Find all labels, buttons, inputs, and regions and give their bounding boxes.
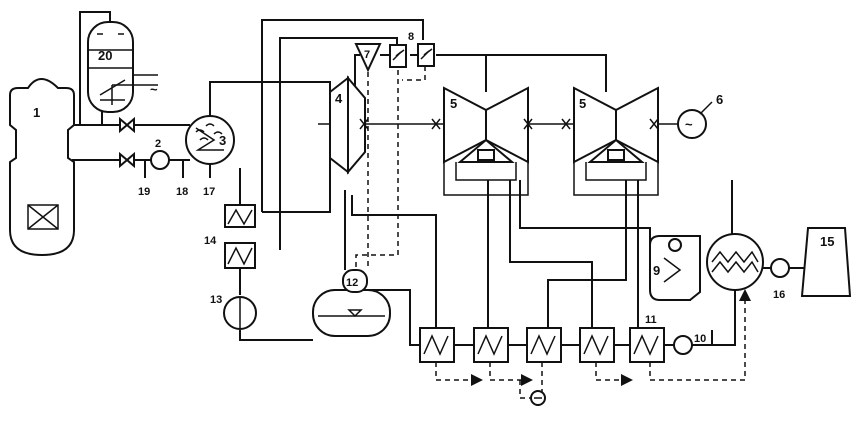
deaerator: 12 [312, 269, 391, 337]
feed-pump-label: 13 [210, 294, 222, 306]
lp-turbine-b-label: 5 [579, 96, 586, 111]
cooling-heat-exchanger [706, 233, 764, 291]
pressurizer-label: 20 [98, 48, 112, 63]
hp-heater-label: 14 [204, 235, 217, 247]
drain-pump [530, 390, 546, 406]
lp-turbine-a: 5 [443, 86, 529, 196]
lp-turbine-a-label: 5 [450, 96, 457, 111]
cooling-tower-label: 15 [820, 234, 834, 249]
reactor-vessel: 1 [9, 78, 75, 257]
steam-generator-label: 3 [219, 133, 226, 148]
lp-turbine-b: 5 [573, 86, 659, 196]
condenser: 9 [649, 235, 701, 301]
pressurizer-heater-symbol: ~ [150, 82, 158, 97]
pressurizer: 20 ~ [87, 21, 158, 113]
cooling-tower: 15 [800, 227, 852, 297]
shaft-couplings [359, 118, 659, 130]
generator-symbol: ~ [685, 117, 693, 132]
reactor-label: 1 [33, 105, 40, 120]
valve-upper [119, 116, 135, 134]
separator-label: 7 [364, 49, 370, 61]
hp-turbine: 4 [329, 75, 366, 175]
pump-2-label: 2 [155, 138, 161, 150]
deaerator-label: 12 [346, 277, 358, 289]
valve-lower [119, 151, 135, 169]
main-circulation-pump: 2 [150, 138, 170, 170]
hp-turbine-label: 4 [335, 91, 343, 106]
line-18-label: 18 [176, 186, 188, 198]
reheater-label: 8 [408, 31, 414, 43]
line-19-label: 19 [138, 186, 150, 198]
feed-pump: 13 [210, 294, 257, 330]
moisture-separator: 7 [354, 43, 382, 73]
condenser-label: 9 [653, 263, 660, 278]
hp-heater: 14 [204, 204, 256, 269]
lp-heater-label: 11 [645, 314, 657, 326]
condensate-pump: 10 [673, 333, 706, 355]
line-17-label: 17 [203, 186, 215, 198]
generator-label: 6 [716, 92, 723, 107]
generator: ~ 6 [677, 92, 723, 139]
reheater: 8 [389, 31, 435, 68]
cooling-pump: 16 [770, 258, 790, 301]
steam-generator: 3 [185, 115, 235, 165]
lp-heater-row: 11 [419, 314, 665, 363]
condensate-pump-label: 10 [694, 333, 706, 345]
cooling-pump-label: 16 [773, 289, 785, 301]
